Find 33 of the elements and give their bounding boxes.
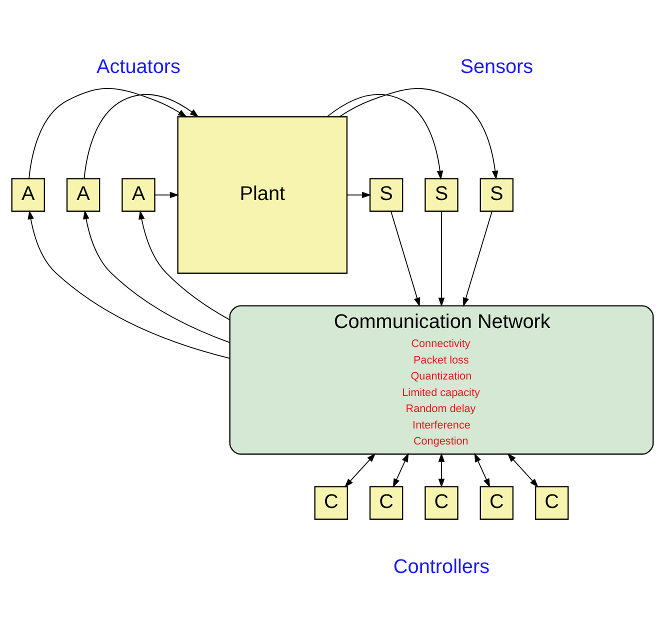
- node-box: S: [480, 178, 514, 212]
- arrow: [154, 191, 179, 198]
- arrow: [507, 452, 539, 487]
- arrow: [392, 452, 409, 488]
- arrow: [438, 452, 445, 488]
- arrow: [474, 452, 490, 488]
- arrow: [83, 210, 230, 343]
- node-box: C: [314, 486, 348, 520]
- arrow: [339, 88, 498, 180]
- node-box: C: [534, 486, 569, 520]
- node-box: S: [369, 178, 404, 212]
- arrow: [28, 88, 188, 178]
- arrow: [462, 210, 492, 306]
- label: Controllers: [393, 556, 490, 578]
- arrow: [390, 210, 420, 306]
- node-box: C: [480, 486, 514, 520]
- node-box: S: [424, 178, 458, 212]
- arrow: [346, 191, 372, 198]
- label: Sensors: [460, 55, 534, 78]
- node-box: C: [369, 486, 404, 520]
- node-box: C: [424, 486, 458, 520]
- arrow: [28, 210, 230, 358]
- arrow: [344, 452, 376, 487]
- label: Actuators: [96, 55, 180, 78]
- node-box: Plant: [177, 116, 348, 274]
- node-box: A: [122, 178, 156, 212]
- node-box: A: [11, 178, 45, 212]
- arrow: [438, 210, 445, 306]
- arrow: [326, 94, 444, 180]
- node-box: Communication Network Connectivity Packet loss Quantization Limited capacity Random delay Interference Congestion: [229, 304, 654, 454]
- arrow: [138, 210, 230, 320]
- node-box: A: [66, 178, 100, 212]
- arrow: [84, 94, 199, 178]
